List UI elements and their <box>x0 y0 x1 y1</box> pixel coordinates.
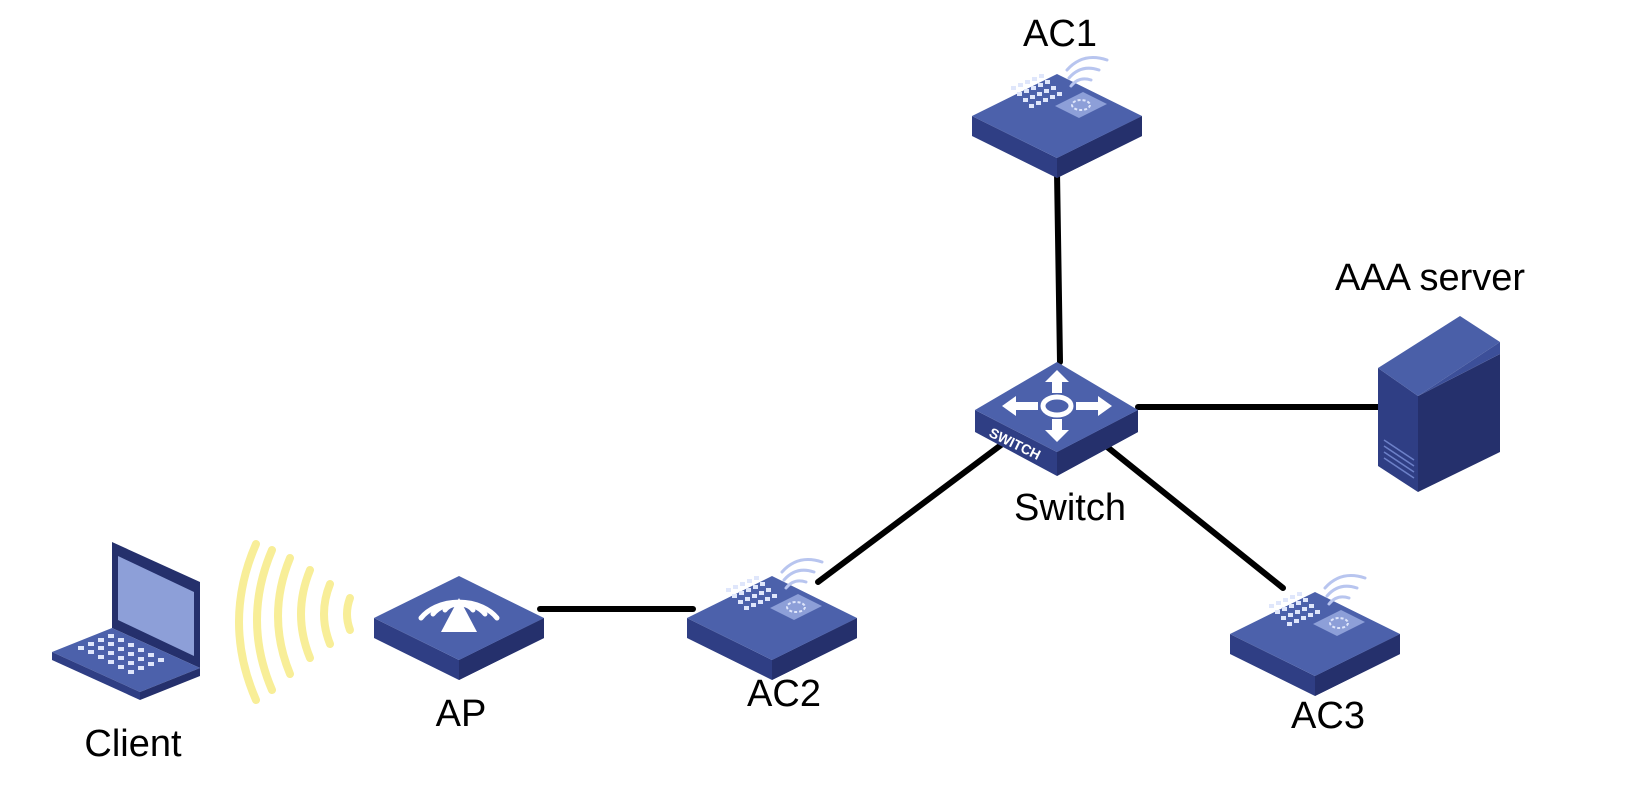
links <box>537 169 1383 612</box>
ac3-label: AC3 <box>1291 695 1365 737</box>
client-node[interactable]: Client <box>52 542 200 765</box>
switch-label: Switch <box>1014 487 1126 529</box>
access-controller-icon <box>970 56 1144 180</box>
ac1-node[interactable]: AC1 <box>970 13 1144 180</box>
client-label: Client <box>84 723 182 765</box>
access-controller-icon <box>1228 574 1402 698</box>
switch-node[interactable]: SWITCH Switch <box>975 362 1138 529</box>
access-point-icon <box>374 576 544 680</box>
ap-label: AP <box>436 693 487 735</box>
link-switch-ac2 <box>815 439 1008 585</box>
wireless-signal-icon <box>235 540 354 704</box>
aaa-server-node[interactable]: AAA server <box>1335 257 1525 492</box>
ap-node[interactable]: AP <box>374 576 544 735</box>
ac3-node[interactable]: AC3 <box>1228 574 1402 737</box>
ac1-label: AC1 <box>1023 13 1097 55</box>
ac2-label: AC2 <box>747 673 821 715</box>
link-switch-ac3 <box>1103 443 1286 591</box>
access-controller-icon <box>685 558 859 682</box>
aaa-server-label: AAA server <box>1335 257 1525 299</box>
laptop-icon <box>52 542 200 700</box>
link-switch-ac1 <box>1054 169 1063 365</box>
server-tower-icon <box>1378 316 1500 492</box>
ac2-node[interactable]: AC2 <box>685 558 859 715</box>
layer3-switch-icon: SWITCH <box>975 362 1138 476</box>
